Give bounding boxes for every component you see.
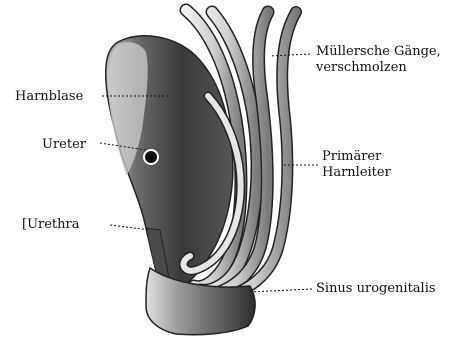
leader-sinus [250,289,312,292]
label-primaerer-harnleiter-line2: Harnleiter [322,165,391,180]
leader-urethra [110,225,150,230]
label-sinus-urogenitalis: Sinus urogenitalis [316,281,436,296]
label-muellersche-gaenge-line2: verschmolzen [316,60,407,75]
label-urethra: [Urethra [22,217,80,232]
leader-muellersche [270,54,310,56]
label-muellersche-gaenge: Müllersche Gänge, [316,44,441,59]
label-harnblase: Harnblase [15,89,83,104]
label-primaerer-harnleiter: Primärer [322,149,381,164]
label-ureter: Ureter [42,137,86,152]
